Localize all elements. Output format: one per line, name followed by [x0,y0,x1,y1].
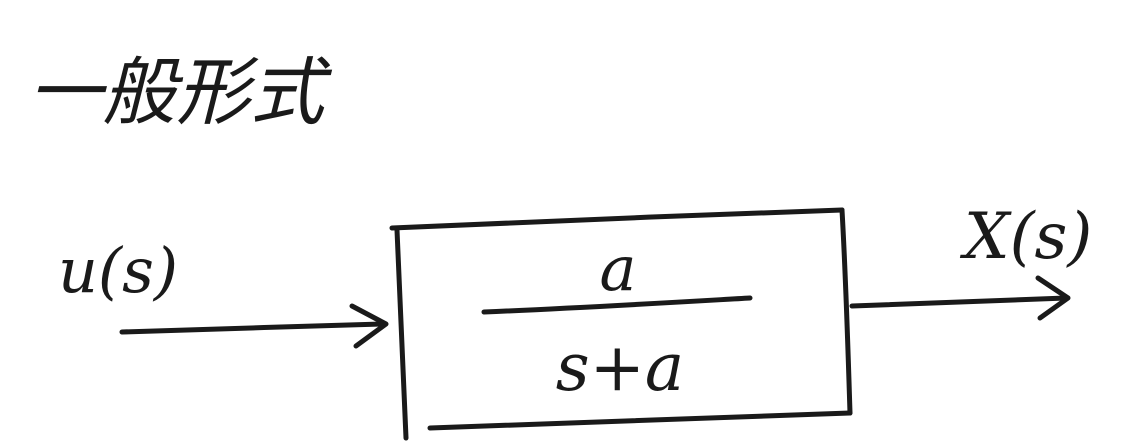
input-label: u(s) [58,234,178,307]
fraction-bar [481,295,753,315]
output-label: X(s) [959,200,1092,274]
denominator-text: s+a [556,329,685,406]
title-text: 一般形式 [28,50,333,136]
transfer-function-block [389,207,853,441]
output-arrow [849,275,1071,321]
input-arrow [119,303,389,349]
numerator-text: a [600,232,637,305]
